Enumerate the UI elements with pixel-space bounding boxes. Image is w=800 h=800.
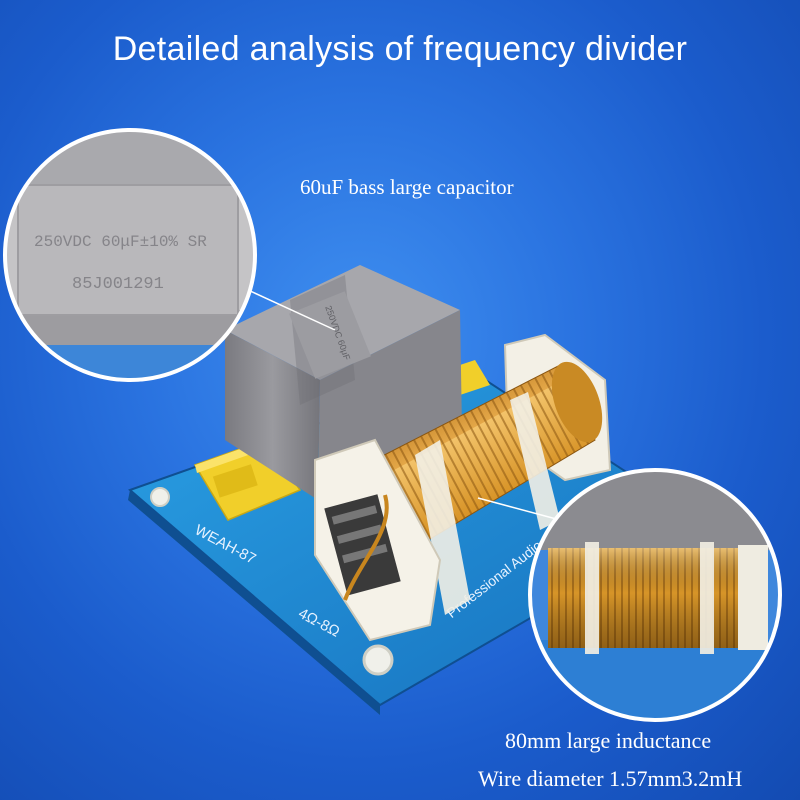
page-title: Detailed analysis of frequency divider xyxy=(112,30,688,68)
mount-hole xyxy=(362,644,394,676)
large-bass-capacitor: 250VDC 60μF xyxy=(225,265,462,500)
capacitor-serial-text: 85J001291 xyxy=(72,275,164,294)
capacitor-rating-text: 250VDC 60μF±10% SR xyxy=(34,233,207,251)
wire-spec-label: Wire diameter 1.57mm3.2mH xyxy=(478,766,743,791)
capacitor-callout-label: 60uF bass large capacitor xyxy=(300,175,514,199)
large-inductor xyxy=(314,333,612,642)
capacitor-zoom-circle: 250VDC 60μF±10% SR 85J001291 xyxy=(3,128,336,382)
inductor-callout-label: 80mm large inductance xyxy=(505,728,712,753)
inductor-zoom-circle xyxy=(477,468,782,722)
mount-hole xyxy=(150,487,170,507)
